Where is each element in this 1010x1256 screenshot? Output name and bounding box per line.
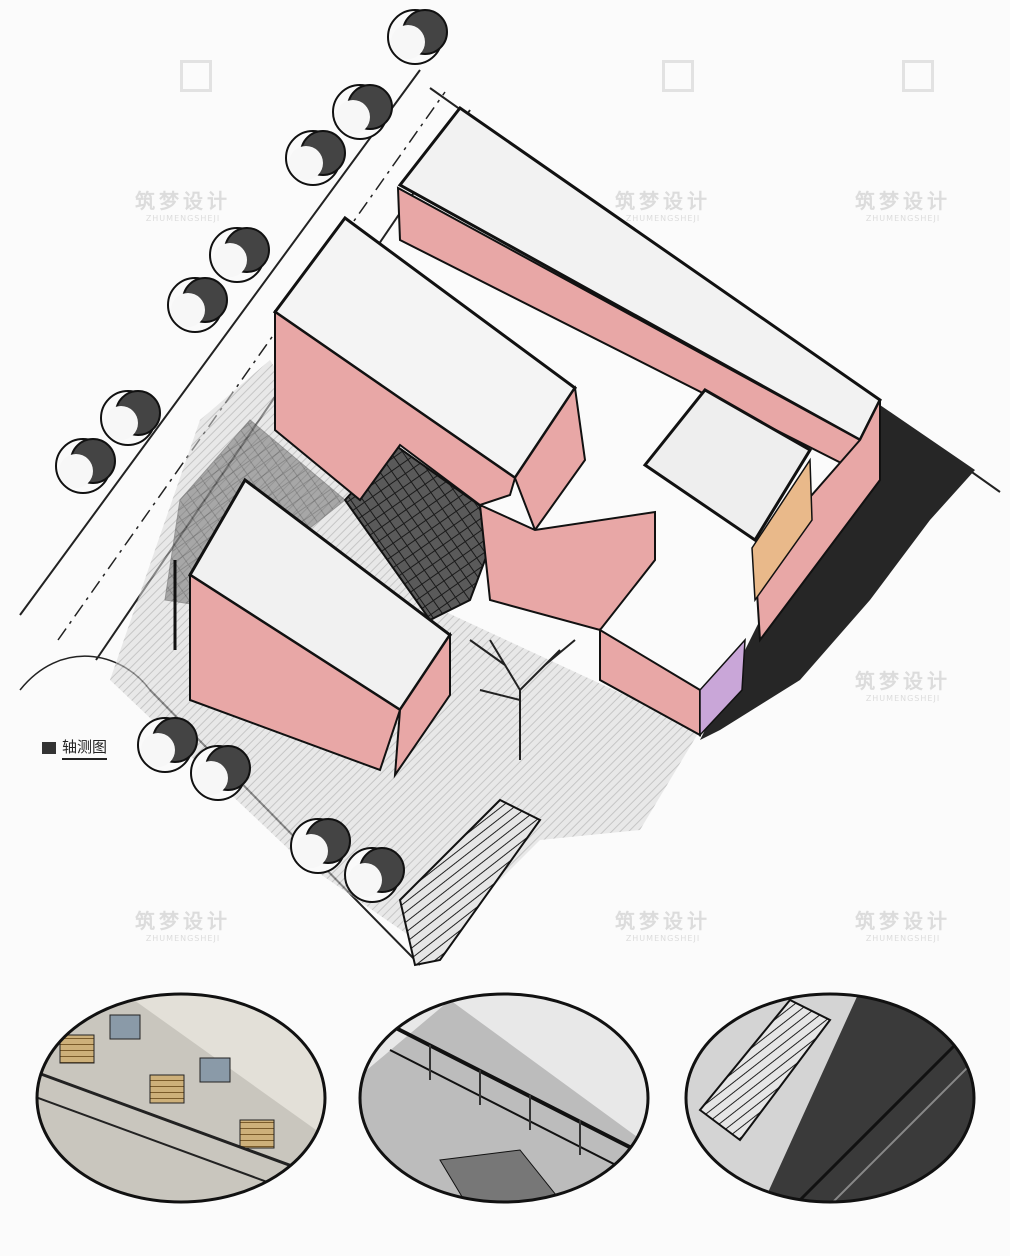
glazed-balcony-detail — [358, 992, 650, 1204]
entrance-stairs — [398, 798, 542, 967]
drawing-caption: 轴测图 — [42, 736, 108, 760]
block-front — [173, 477, 453, 779]
street-tree-highlights — [59, 25, 425, 897]
stair-detail — [684, 992, 976, 1204]
caption-label: 轴测图 — [62, 736, 108, 760]
louvered-window-detail — [35, 992, 327, 1204]
cast-shadow — [700, 405, 975, 740]
block-middle — [272, 215, 746, 737]
roof-right — [642, 388, 813, 543]
courtyard-tree — [469, 639, 576, 760]
caption-marker-icon — [42, 742, 56, 754]
block-back — [396, 105, 882, 643]
